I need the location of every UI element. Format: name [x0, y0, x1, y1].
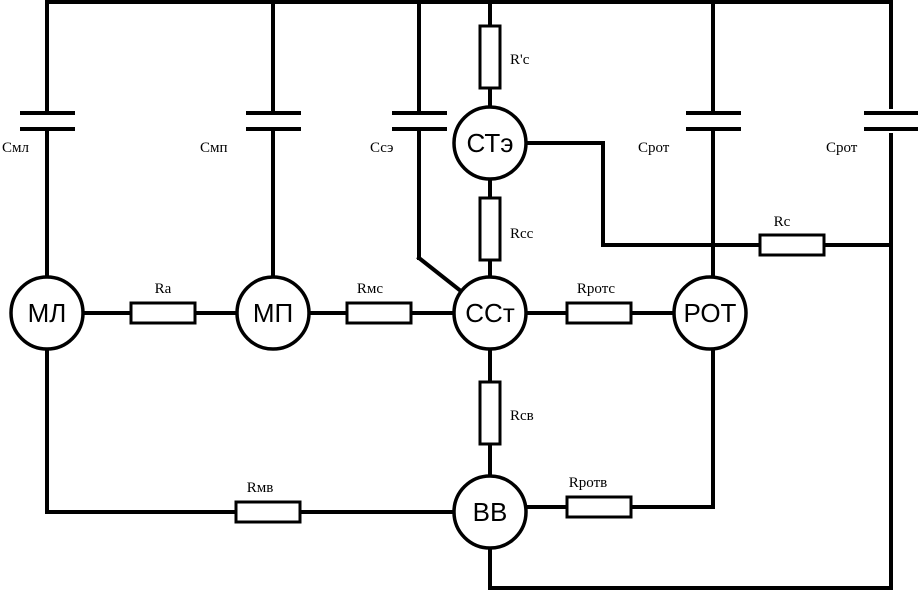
- resistor-ra: [129, 301, 197, 325]
- capacitor-cmp: [246, 111, 301, 131]
- label-rcc: Rcc: [510, 226, 534, 242]
- label-crot1: Срот: [638, 140, 670, 156]
- resistor-rrotc: [565, 301, 633, 325]
- label-rrotv: Rротв: [569, 475, 607, 491]
- node-sst: ССт: [452, 275, 528, 351]
- capacitor-crot1: [686, 111, 741, 131]
- resistor-rsv: [478, 380, 502, 446]
- resistor-rc: [758, 233, 826, 257]
- node-ste-label: СТэ: [466, 128, 513, 158]
- resistors: [129, 24, 826, 524]
- node-rot: РОТ: [672, 275, 748, 351]
- label-rrotc: Rротс: [577, 281, 616, 297]
- capacitors: [20, 111, 918, 131]
- label-cse: Ссэ: [370, 140, 393, 156]
- resistor-labels: R'c Rcc Ra Rмс Rротс Rc Rсв Rмв Rротв: [155, 52, 791, 496]
- label-rmc: Rмс: [357, 281, 383, 297]
- node-ml-label: МЛ: [28, 298, 67, 328]
- label-rc: Rc: [774, 214, 791, 230]
- node-ml: МЛ: [9, 275, 85, 351]
- label-rsv: Rсв: [510, 408, 534, 424]
- label-rmv: Rмв: [247, 480, 274, 496]
- label-crot2: Срот: [826, 140, 858, 156]
- resistor-r-prime-c: [478, 24, 502, 90]
- node-mp-label: МП: [253, 298, 293, 328]
- capacitor-crot2: [864, 111, 918, 131]
- capacitor-cml: [20, 111, 75, 131]
- capacitor-labels: Смл Смп Ссэ Срот Срот: [2, 140, 858, 156]
- capacitor-cse: [392, 111, 447, 131]
- label-ra: Ra: [155, 281, 172, 297]
- label-cmp: Смп: [200, 140, 228, 156]
- label-cml: Смл: [2, 140, 29, 156]
- resistor-rrotv: [565, 495, 633, 519]
- label-r-prime-c: R'c: [510, 52, 530, 68]
- resistor-rcc: [478, 196, 502, 262]
- resistor-rmc: [345, 301, 413, 325]
- node-mp: МП: [235, 275, 311, 351]
- node-vv: ВВ: [452, 474, 528, 550]
- node-ste: СТэ: [452, 105, 528, 181]
- wires: [45, 0, 895, 590]
- node-rot-label: РОТ: [684, 298, 737, 328]
- node-sst-label: ССт: [465, 298, 515, 328]
- wire-cse-diag: [416, 255, 465, 295]
- node-vv-label: ВВ: [473, 497, 508, 527]
- nodes: МЛ МП ССт РОТ СТэ ВВ: [9, 105, 748, 550]
- resistor-rmv: [234, 500, 302, 524]
